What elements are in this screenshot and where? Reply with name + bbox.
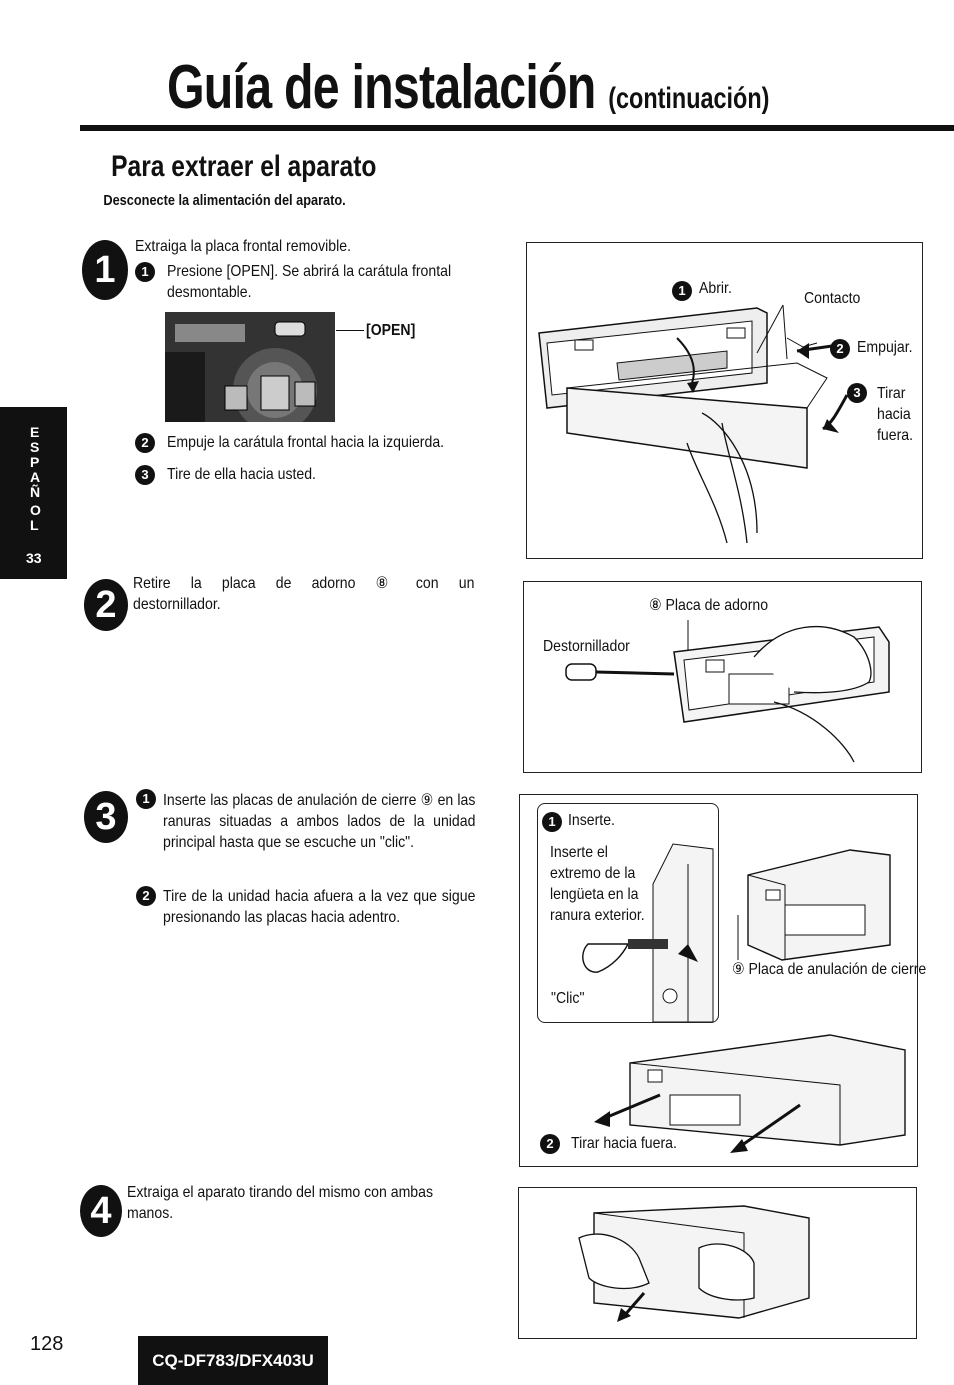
fig1-num-1: 1 <box>672 281 692 301</box>
side-page: 33 <box>26 550 42 566</box>
step-1-substep-3-text: Tire de ella hacia usted. <box>167 466 316 483</box>
step-number: 1 <box>82 240 128 300</box>
fig3-label-release-plate: ⑨ Placa de anulación de cierre <box>732 961 927 978</box>
fig3-label-insert-tab: Inserte el extremo de la lengüeta en la … <box>550 844 645 924</box>
step-3-substep-1-text: Inserte las placas de anulación de cierr… <box>163 792 476 851</box>
substep-marker: 2 <box>135 433 155 453</box>
title-rule <box>80 125 954 131</box>
figure-remove-faceplate: 1 Abrir. Contacto 2 Empujar. 3 Tirar hac… <box>526 242 923 559</box>
fig3-detail-inset: 1 Inserte. Inserte el extremo de la leng… <box>537 803 719 1023</box>
side-letter: S <box>30 439 40 455</box>
substep-marker: 1 <box>136 789 156 809</box>
substep-marker: 2 <box>136 886 156 906</box>
side-letter: A <box>30 469 41 485</box>
section-intro: Desconecte la alimentación del aparato. <box>103 192 346 209</box>
step-1-substep-2-text: Empuje la carátula frontal hacia la izqu… <box>167 434 445 451</box>
page-number: 128 <box>30 1333 64 1355</box>
open-button-photo <box>165 312 335 422</box>
side-letter: O <box>30 502 41 518</box>
fig3-label-click: "Clic" <box>551 990 585 1007</box>
substep-marker: 1 <box>135 262 155 282</box>
fig1-label-pull: Tirar hacia fuera. <box>877 385 914 444</box>
model-number-badge: CQ-DF783/DFX403U <box>138 1336 328 1385</box>
figure-remove-trim-plate: ⑧ Placa de adorno Destornillador <box>523 581 922 773</box>
step-1-main-text: Extraiga la placa frontal removible. <box>135 238 351 255</box>
step-1-substep-1-text: Presione [OPEN]. Se abrirá la carátula f… <box>167 263 452 301</box>
title-suffix: (continuación) <box>608 82 770 115</box>
step-4-text: Extraiga el aparato tirando del mismo co… <box>127 1184 434 1222</box>
fig2-label-trim-plate: ⑧ Placa de adorno <box>649 597 769 614</box>
side-letter: Ñ <box>30 484 41 500</box>
substep-marker: 3 <box>135 465 155 485</box>
step-number: 3 <box>84 791 128 843</box>
figure-pull-unit-out <box>518 1187 917 1339</box>
step-2-text: Retire la placa de adorno ⑧ con un desto… <box>133 575 475 613</box>
fig1-label-push: Empujar. <box>857 339 913 356</box>
fig1-label-open: Abrir. <box>699 280 732 297</box>
step-3-substep-2-text: Tire de la unidad hacia afuera a la vez … <box>163 888 476 926</box>
fig3-num-2: 2 <box>540 1134 560 1154</box>
language-side-tab: E S P A Ñ O L 33 <box>0 407 67 579</box>
side-letter: L <box>30 517 39 533</box>
fig1-label-contact: Contacto <box>804 290 861 307</box>
side-letter: E <box>30 424 40 440</box>
fig1-num-3: 3 <box>847 383 867 403</box>
fig1-num-2: 2 <box>830 339 850 359</box>
open-leader-line <box>336 330 364 331</box>
side-letter: P <box>30 454 40 470</box>
fig2-label-screwdriver: Destornillador <box>543 638 630 655</box>
figure-insert-release-plates: 1 Inserte. Inserte el extremo de la leng… <box>519 794 926 1167</box>
open-label: [OPEN] <box>366 322 416 339</box>
step-number: 2 <box>84 579 128 631</box>
step-number: 4 <box>80 1185 122 1237</box>
fig3-label-insert: Inserte. <box>568 812 615 829</box>
fig3-label-pull-out: Tirar hacia fuera. <box>571 1135 677 1152</box>
page-title: Guía de instalación (continuación) <box>167 52 769 123</box>
fig3-num-1: 1 <box>542 812 562 832</box>
section-heading: Para extraer el aparato <box>111 150 377 183</box>
title-main: Guía de instalación <box>166 53 596 122</box>
